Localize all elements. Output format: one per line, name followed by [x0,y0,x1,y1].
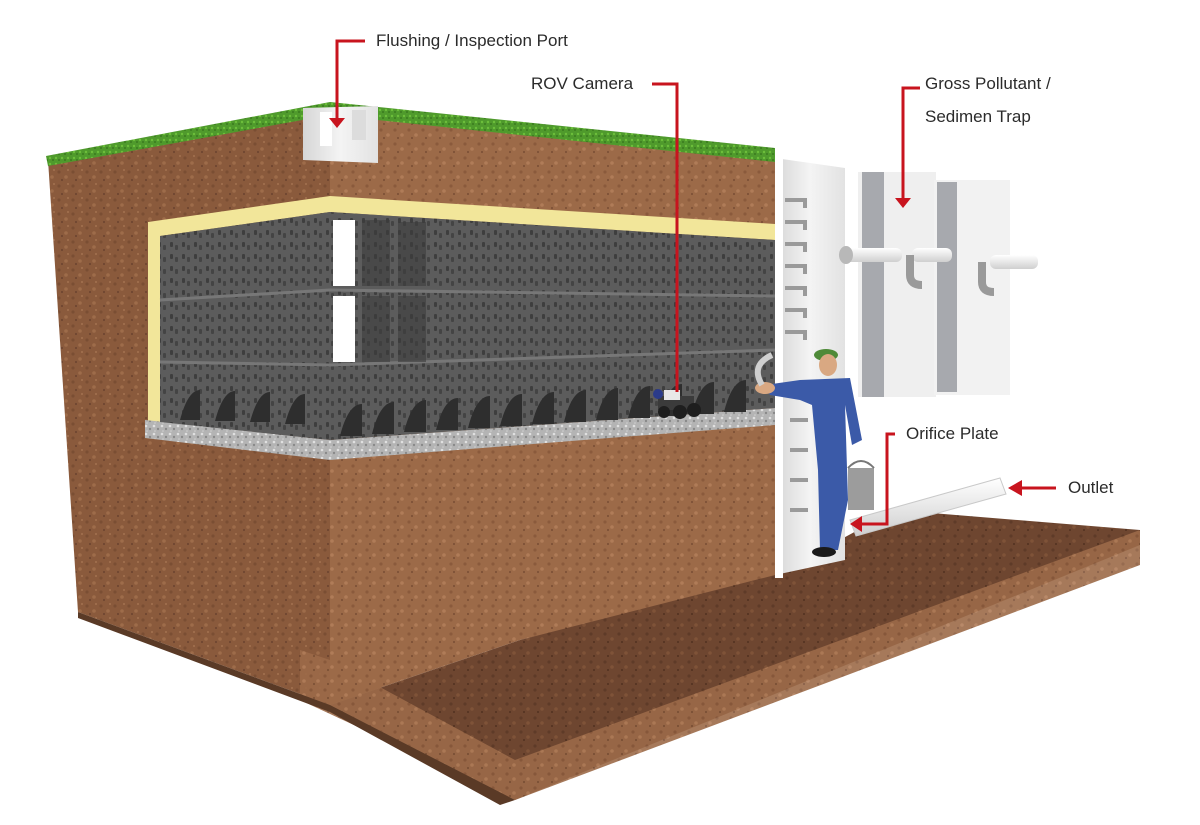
orifice-plate-callout-line [862,432,895,526]
geomembrane-liner [148,196,775,425]
callout-arrowheads [329,118,1022,532]
gross-pollutant-arrow-icon [895,198,911,208]
maintenance-worker [754,349,875,557]
flushing-port-callout-line [335,39,365,118]
flushing-port-label: Flushing / Inspection Port [376,31,568,50]
outlet-pipe [849,477,1007,537]
ground-floor-surface [330,510,1140,800]
bucket [848,468,874,510]
gravel-bed [145,408,775,460]
rov-camera-callout-line [652,82,679,392]
flushing-port-arrow-icon [329,118,345,128]
storage-tank-modules [159,212,776,440]
orifice-plate-label: Orifice Plate [906,424,999,443]
ladder-rungs [785,198,808,512]
orifice-plate-arrow-icon [850,516,862,532]
outlet-label: Outlet [1068,478,1114,497]
outlet-arrow-icon [1008,480,1022,496]
callout-arrows [335,39,1056,526]
gross-pollutant-label-line2: Sedimen Trap [925,107,1031,126]
gross-pollutant-callout-line [901,86,920,198]
rov-camera-label: ROV Camera [531,74,634,93]
flushing-inspection-port [303,106,378,163]
soil-bottom-edge [78,612,515,805]
grass-surface [46,102,775,166]
rov-camera-robot [653,389,701,419]
gross-pollutant-trap [839,172,1038,397]
gross-pollutant-label-line1: Gross Pollutant / [925,74,1051,93]
